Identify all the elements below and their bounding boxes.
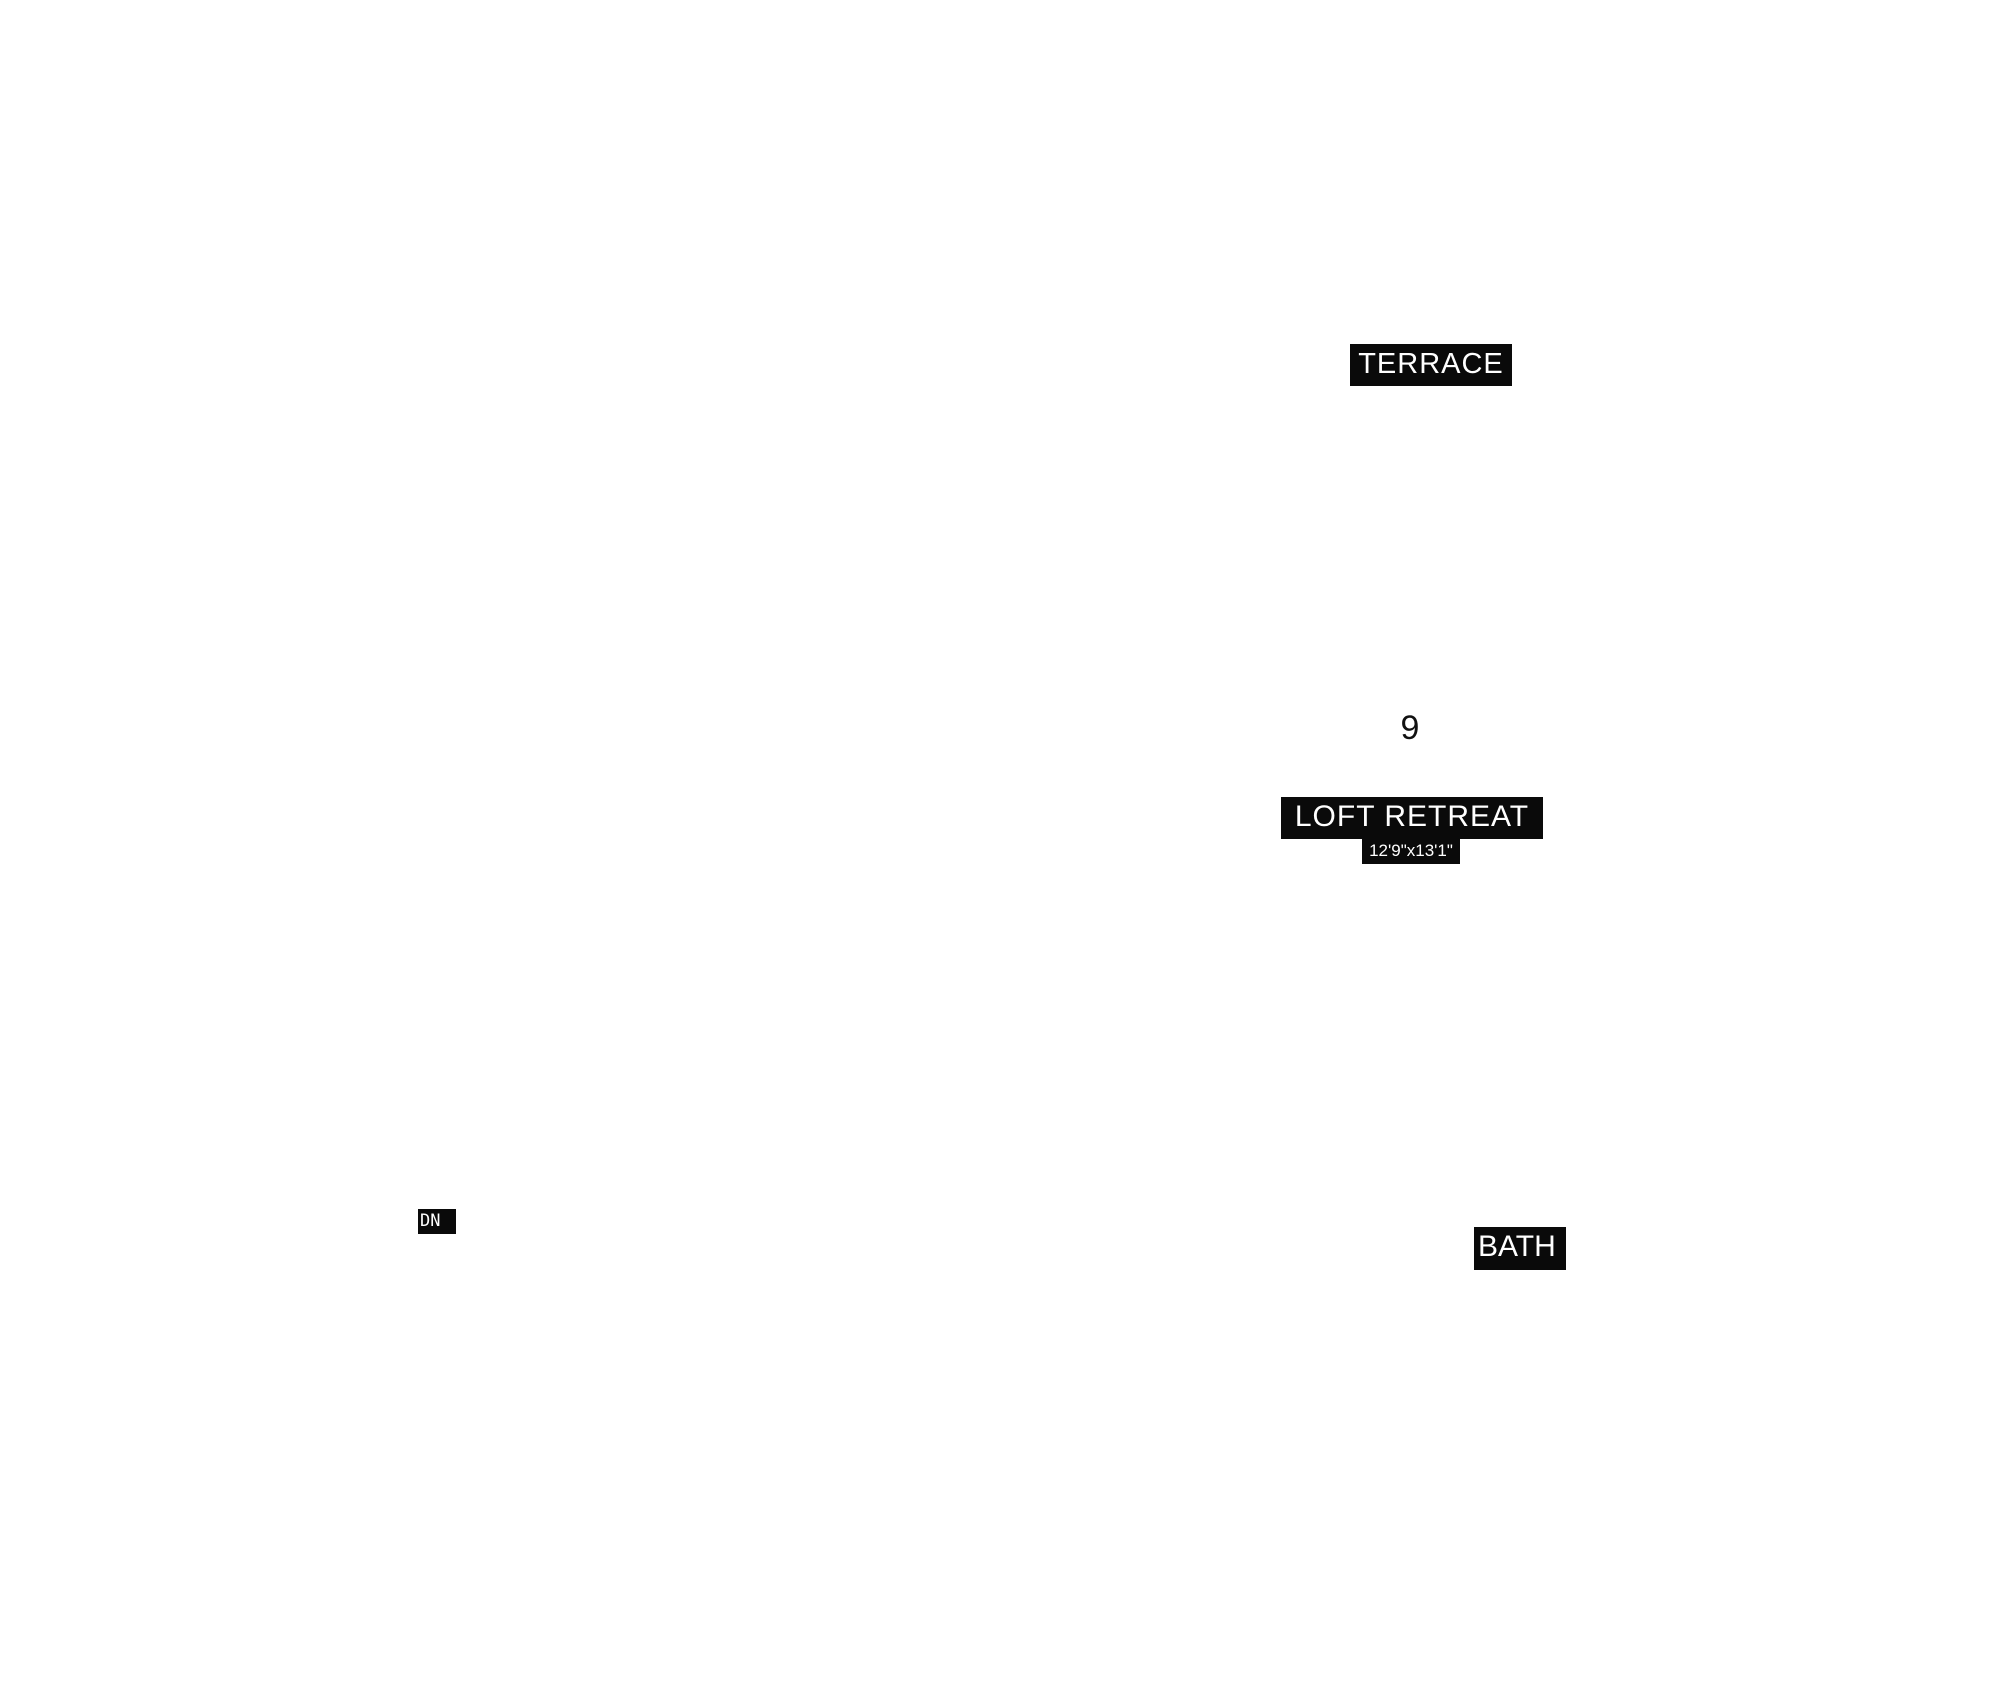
loft-retreat-label: LOFT RETREAT <box>1281 797 1543 839</box>
bath-label: BATH <box>1474 1227 1566 1270</box>
stairs-down-label: DN <box>418 1209 456 1234</box>
loft-retreat-room-number: 9 <box>1400 709 1420 747</box>
loft-retreat-dimensions: 12'9"x13'1" <box>1362 838 1460 864</box>
terrace-label: TERRACE <box>1350 344 1512 386</box>
